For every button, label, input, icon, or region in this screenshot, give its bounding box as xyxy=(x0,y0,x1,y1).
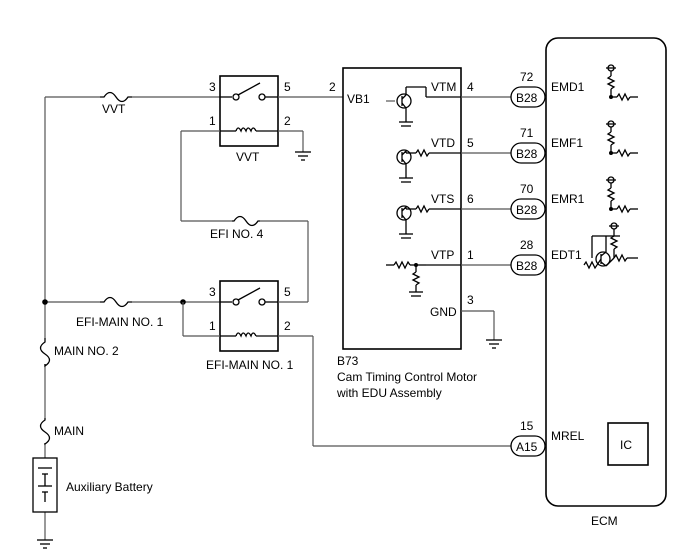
motor-pin-number: 1 xyxy=(467,248,474,262)
pullup-resistor-icon xyxy=(606,176,638,214)
ecm-signal-label: MREL xyxy=(551,429,585,443)
connector-label: B28 xyxy=(516,147,538,161)
relay-efi-main: 3 5 1 2 EFI-MAIN NO. 1 xyxy=(206,280,294,372)
ecm-signal-label: EMD1 xyxy=(551,80,585,94)
transistor-icon xyxy=(396,205,413,239)
relay-efi-main-pin: 1 xyxy=(209,319,216,333)
connector-pin: 72 xyxy=(520,70,534,84)
relay-efi-main-pin: 3 xyxy=(209,285,216,299)
motor-pin-number: 4 xyxy=(467,80,474,94)
connector-pin: 15 xyxy=(520,419,534,433)
connector-pin: 70 xyxy=(520,182,534,196)
fuse-main-label: MAIN xyxy=(54,424,84,438)
ecm-signal-label: EMF1 xyxy=(551,136,583,150)
ecm-signal-label: EDT1 xyxy=(551,248,582,262)
motor-code: B73 xyxy=(337,354,359,368)
relay-vvt-pin: 2 xyxy=(284,114,291,128)
pullup-resistor-icon xyxy=(606,120,638,158)
ic-label: IC xyxy=(620,438,632,452)
connector-pin: 71 xyxy=(520,126,534,140)
fuse-main-no2-label: MAIN NO. 2 xyxy=(54,344,119,358)
transistor-icon xyxy=(583,222,638,270)
fuse-vvt: VVT xyxy=(100,91,132,116)
fuse-efi-main: EFI-MAIN NO. 1 xyxy=(76,296,164,329)
motor-name-line2: with EDU Assembly xyxy=(336,386,442,400)
motor-pin-number: 5 xyxy=(467,136,474,150)
relay-efi-main-label: EFI-MAIN NO. 1 xyxy=(206,358,294,372)
transistor-icon xyxy=(396,149,413,183)
battery-label: Auxiliary Battery xyxy=(66,480,153,494)
relay-efi-main-pin: 2 xyxy=(284,319,291,333)
motor-pin-number: 6 xyxy=(467,192,474,206)
power-rail xyxy=(42,96,230,540)
fuse-vvt-label: VVT xyxy=(102,102,126,116)
fuse-main-no2: MAIN NO. 2 xyxy=(39,338,119,368)
pullup-resistor-icon xyxy=(606,64,638,102)
fuse-efi-no4: EFI NO. 4 xyxy=(210,215,264,241)
connector-label: B28 xyxy=(516,91,538,105)
auxiliary-battery: Auxiliary Battery xyxy=(32,457,153,513)
connector-pin: 28 xyxy=(520,238,534,252)
motor-name-line1: Cam Timing Control Motor xyxy=(337,370,477,384)
ecm-signal-label: EMR1 xyxy=(551,192,585,206)
vb1-pin: 2 xyxy=(329,80,336,94)
relay-vvt: 3 5 1 2 VVT xyxy=(209,75,291,164)
motor-signal-label: VTS xyxy=(431,192,454,206)
fuse-efi-no4-label: EFI NO. 4 xyxy=(210,227,264,241)
connector-b28: B28 72 xyxy=(510,70,546,108)
gnd-label: GND xyxy=(430,305,457,319)
connector-b28: B28 71 xyxy=(510,126,546,164)
ground-icon xyxy=(295,151,311,161)
resistor-icon xyxy=(405,204,461,214)
connector-label: A15 xyxy=(516,440,538,454)
fuse-efi-main-label: EFI-MAIN NO. 1 xyxy=(76,315,164,329)
resistor-icon xyxy=(386,260,426,297)
connector-b28: B28 70 xyxy=(510,182,546,220)
motor-signal-label: VTM xyxy=(431,80,456,94)
cam-timing-motor: VB1 2 xyxy=(329,67,477,400)
transistor-icon xyxy=(396,86,426,127)
motor-signal-label: VTP xyxy=(431,248,454,262)
connector-b28: B28 28 xyxy=(510,238,546,276)
relay-vvt-label: VVT xyxy=(236,150,260,164)
connector-label: B28 xyxy=(516,259,538,273)
relay-efi-main-pin: 5 xyxy=(284,285,291,299)
resistor-icon xyxy=(405,148,461,158)
motor-pin-number: 3 xyxy=(467,293,474,307)
connector-a15: A15 15 xyxy=(510,419,546,457)
ic-block: IC xyxy=(607,422,649,466)
ground-icon xyxy=(486,339,502,349)
relay-vvt-pin: 5 xyxy=(284,80,291,94)
connector-label: B28 xyxy=(516,203,538,217)
ecm-label: ECM xyxy=(591,514,618,528)
fuse-main: MAIN xyxy=(39,418,84,446)
relay-vvt-pin: 1 xyxy=(209,114,216,128)
motor-signal-label: VTD xyxy=(431,136,455,150)
ground-icon xyxy=(37,539,53,549)
relay-vvt-pin: 3 xyxy=(209,80,216,94)
vb1-label: VB1 xyxy=(347,92,370,106)
ecm: ECM EMD1 EMF1 EMR1 EDT1 MREL xyxy=(545,37,667,528)
